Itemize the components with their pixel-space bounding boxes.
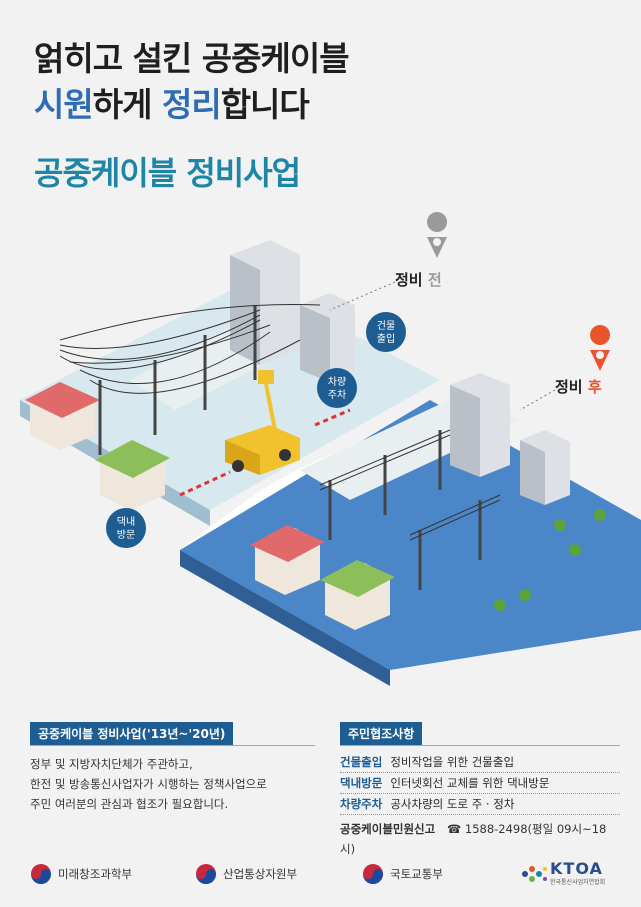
bubble-building-entry: 건물 출입 <box>366 312 406 352</box>
svg-text:출입: 출입 <box>377 332 395 345</box>
project-info-divider <box>30 745 315 746</box>
headline: 얽히고 설킨 공중케이블 시원하게 정리합니다 <box>34 36 350 128</box>
tidy-cables <box>319 429 501 541</box>
pin-gray-icon <box>427 212 448 258</box>
bubble-home-visit: 댁내 방문 <box>106 508 146 548</box>
house-red-before <box>25 382 100 450</box>
complaint-row: 공중케이블민원신고 ☎ 1588-2498(평일 09시~18시) <box>340 819 620 859</box>
project-info-line: 주민 여러분의 관심과 협조가 필요합니다. <box>30 797 229 811</box>
svg-text:건물: 건물 <box>377 320 395 332</box>
after-label: 정비 후 <box>555 378 602 396</box>
project-info-tag: 공중케이블 정비사업('13년~'20년) <box>30 722 234 745</box>
page-subtitle: 공중케이블 정비사업 <box>34 154 301 192</box>
svg-text:주차: 주차 <box>328 389 346 401</box>
building-tall-before <box>230 240 300 365</box>
project-info-line: 한전 및 방송통신사업자가 시행하는 정책사업으로 <box>30 777 267 791</box>
ktoa-logo: KTOA 한국통신사업자연합회 <box>520 861 605 886</box>
before-after-illustration: 정비 전 정비 후 건물 출입 차량 주차 댁내 방문 <box>20 212 641 686</box>
building-tall-after <box>450 373 510 477</box>
before-label-leader <box>329 281 396 311</box>
svg-text:차량: 차량 <box>328 376 346 388</box>
before-label: 정비 전 <box>395 271 442 289</box>
headline-line1: 얽히고 설킨 공중케이블 <box>34 39 350 78</box>
svg-text:댁내: 댁내 <box>117 516 135 528</box>
project-info-body: 정부 및 지방자치단체가 주관하고, 한전 및 방송통신사업자가 시행하는 정책… <box>30 754 315 814</box>
bucket-truck <box>225 370 300 475</box>
trees-after <box>494 509 606 611</box>
project-info-line: 정부 및 지방자치단체가 주관하고, <box>30 757 193 771</box>
org-motie: 산업통상자원부 <box>195 863 297 885</box>
after-label-leader <box>519 389 556 411</box>
headline-line2: 시원하게 정리합니다 <box>34 82 349 128</box>
resident-cooperation-divider <box>340 745 620 746</box>
tangled-cables <box>59 303 321 394</box>
pin-orange-icon <box>590 325 611 371</box>
headline-word-cool: 시원 <box>34 85 94 124</box>
building-small-after <box>520 430 570 505</box>
poles-after <box>328 430 482 590</box>
complaint-phone: ☎ 1588-2498(평일 09시~18시) <box>340 822 607 856</box>
bubble-vehicle-parking: 차량 주차 <box>317 368 357 408</box>
svg-text:방문: 방문 <box>117 529 135 541</box>
ktoa-dots-icon <box>522 865 547 882</box>
taegeuk-emblem-icon <box>31 864 51 884</box>
house-green-before <box>95 440 170 510</box>
headline-word-end: 합니다 <box>220 85 310 124</box>
org-msip: 미래창조과학부 <box>30 863 132 885</box>
complaint-label: 공중케이블민원신고 <box>340 822 436 836</box>
barriers <box>179 408 351 497</box>
taegeuk-emblem-icon <box>363 864 383 884</box>
house-green-after <box>320 560 395 630</box>
house-red-after <box>250 525 325 595</box>
after-ground-side <box>180 550 390 686</box>
taegeuk-emblem-icon <box>196 864 216 884</box>
org-molit: 국토교통부 <box>362 863 443 885</box>
building-small-before <box>300 293 355 382</box>
resident-cooperation-tag: 주민협조사항 <box>340 722 423 745</box>
headline-word-ly: 하게 <box>92 85 162 124</box>
project-info: 공중케이블 정비사업('13년~'20년) 정부 및 지방자치단체가 주관하고,… <box>30 722 315 814</box>
footer-logos: 미래창조과학부 산업통상자원부 국토교통부 KTOA 한국통신사업자연합회 <box>0 855 641 895</box>
phone-icon: ☎ <box>446 822 465 836</box>
headline-word-organize: 정리 <box>161 85 222 124</box>
